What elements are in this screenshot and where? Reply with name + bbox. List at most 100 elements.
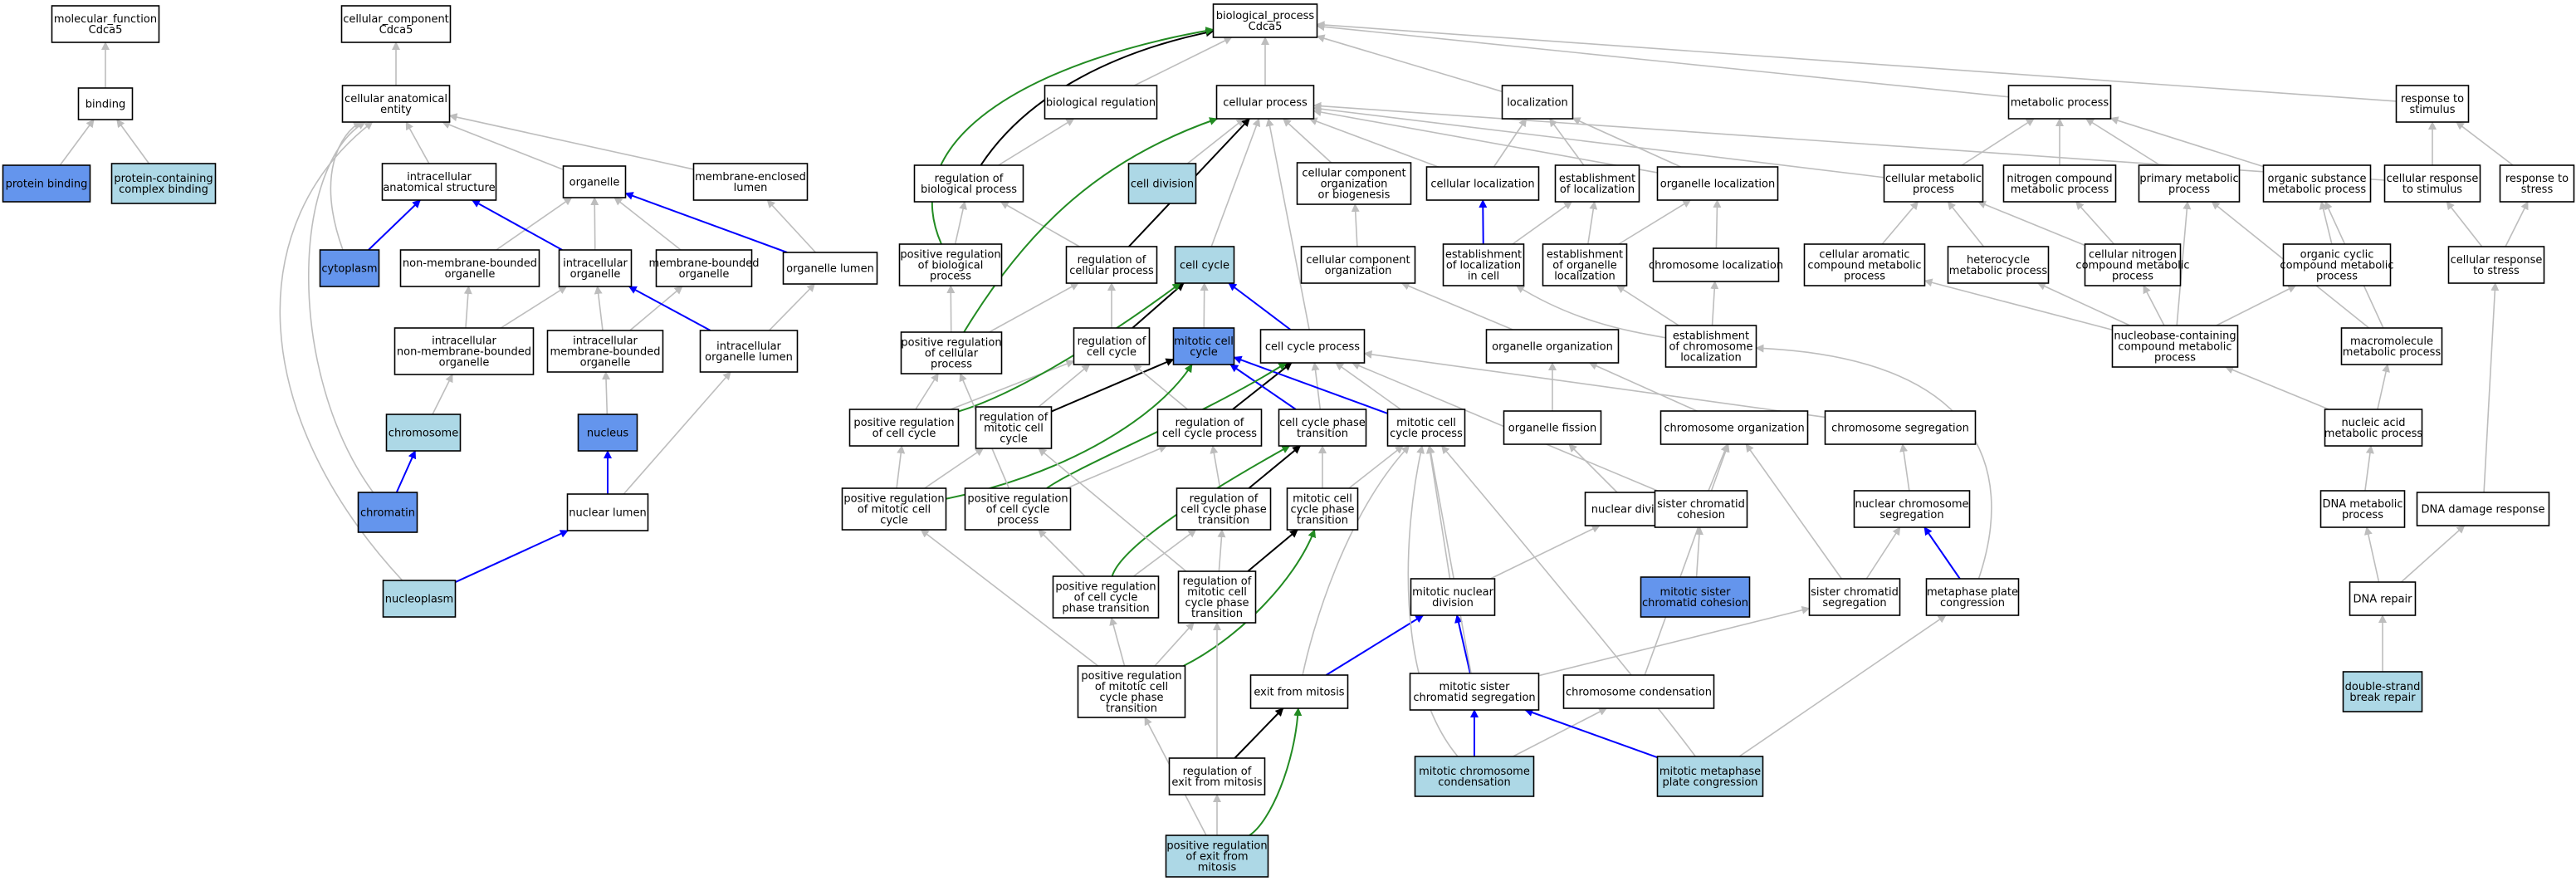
go-term-node-celldiv[interactable]: cell division <box>1127 163 1197 204</box>
node-label-line: organelle <box>679 268 730 281</box>
go-term-node-bioreg[interactable]: biological regulation <box>1044 85 1158 120</box>
go-term-node-chromatin[interactable]: chromatin <box>357 492 418 533</box>
node-label-line: of localization <box>1560 184 1635 196</box>
node-box <box>1278 409 1367 447</box>
go-term-node-metabolic[interactable]: metabolic process <box>2007 85 2112 120</box>
go-term-node-efm[interactable]: exit from mitosis <box>1249 674 1349 709</box>
go-term-node-ol[interactable]: organelle lumen <box>782 252 878 285</box>
go-term-node-binding[interactable]: binding <box>77 87 134 120</box>
go-term-node-cellloc[interactable]: cellular localization <box>1425 166 1540 201</box>
go-term-node-nuclear_lumen[interactable]: nuclear lumen <box>566 493 649 531</box>
go-term-node-nucleoplasm[interactable]: nucleoplasm <box>382 580 457 618</box>
go-term-node-chromseg[interactable]: chromosome segregation <box>1824 410 1977 445</box>
go-term-node-orgfission[interactable]: organelle fission <box>1503 410 1602 445</box>
go-term-node-cellcycle[interactable]: cell cycle <box>1174 246 1235 284</box>
node-label-line: cellular aromatic <box>1819 249 1909 262</box>
go-term-node-chromcond[interactable]: chromosome condensation <box>1562 674 1715 709</box>
go-term-node-dnarepair[interactable]: DNA repair <box>2349 581 2417 616</box>
go-term-node-nucleus[interactable]: nucleus <box>577 414 638 452</box>
node-label-line: regulation of <box>1078 335 1146 348</box>
go-term-node-ddr[interactable]: DNA damage response <box>2416 492 2550 526</box>
go-term-node-orgorg[interactable]: organelle organization <box>1485 329 1620 364</box>
go-term-node-inmbo[interactable]: intracellularnon-membrane-boundedorganel… <box>393 327 535 375</box>
go-term-node-localization[interactable]: localization <box>1501 85 1574 120</box>
node-label-line: nucleus <box>587 428 628 440</box>
go-term-node-organelle[interactable]: organelle <box>562 165 627 198</box>
node-box <box>393 327 535 375</box>
go-term-node-cellproc[interactable]: cellular process <box>1215 85 1315 120</box>
go-term-node-orgloc[interactable]: organelle localization <box>1656 166 1779 201</box>
go-term-node-chromloc[interactable]: chromosome localization <box>1649 247 1783 282</box>
go-term-node-chromosome[interactable]: chromosome <box>385 414 462 452</box>
go-term-node-protein_binding[interactable]: protein binding <box>2 164 91 203</box>
go-term-node-ccproc[interactable]: cell cycle process <box>1259 329 1366 364</box>
go-term-node-chromorg[interactable]: chromosome organization <box>1659 410 1809 445</box>
go-term-node-cytoplasm[interactable]: cytoplasm <box>319 249 380 287</box>
